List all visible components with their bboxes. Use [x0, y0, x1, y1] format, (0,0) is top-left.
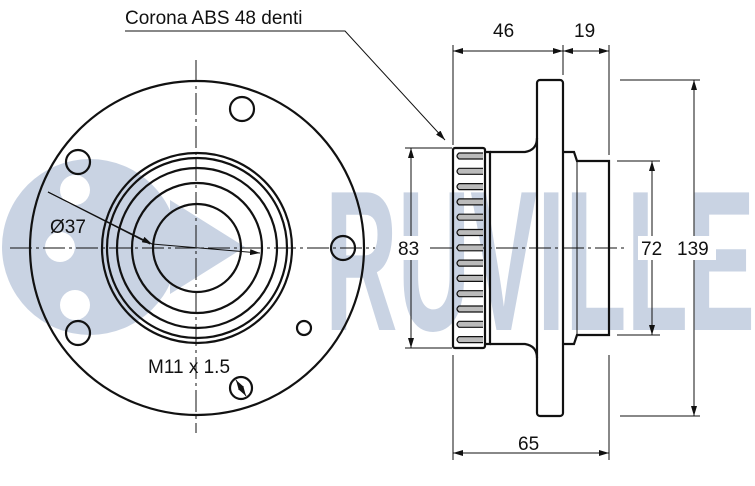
bolt-hole: [228, 95, 256, 123]
pin-hole: [295, 319, 313, 337]
thread-hole: [228, 375, 254, 401]
abs-tooth: [456, 213, 483, 221]
flange-outline: [28, 79, 366, 417]
bore-circle: [151, 202, 243, 294]
side-view: [430, 78, 625, 418]
abs-tooth: [456, 305, 483, 313]
bore-diameter-label: Ø37: [50, 217, 86, 238]
dim-total-length: 65: [518, 434, 539, 455]
abs-tooth: [456, 274, 483, 282]
dim-pilot-diameter: 72: [641, 239, 662, 260]
abs-ring: [451, 146, 487, 350]
flange-side: [535, 78, 565, 418]
abs-tooth: [456, 259, 483, 267]
ruville-logo-icon: [2, 159, 245, 335]
bolt-hole: [64, 148, 92, 176]
abs-tooth: [456, 336, 483, 344]
dim-hub-length: 46: [493, 21, 514, 42]
abs-tooth: [456, 320, 483, 328]
abs-tooth: [456, 167, 483, 175]
front-view: Ø37 M11 x 1.5: [10, 60, 375, 433]
watermark-brand: RUVILLE: [325, 150, 755, 373]
dimensions: 46 19 65 83 72 139: [396, 21, 716, 460]
abs-tooth: [456, 198, 483, 206]
dim-abs-diameter: 83: [398, 239, 419, 260]
dim-flange-diameter: 139: [677, 239, 709, 260]
abs-tooth: [456, 290, 483, 298]
ruville-watermark: RUVILLE: [2, 150, 755, 373]
bolt-hole: [329, 234, 357, 262]
abs-teeth: [456, 152, 483, 344]
bolt-hole: [64, 319, 92, 347]
abs-tooth: [456, 152, 483, 160]
dim-pilot-length: 19: [574, 21, 595, 42]
abs-leader: [125, 30, 446, 141]
thread-label: M11 x 1.5: [148, 357, 230, 378]
abs-tooth: [456, 244, 483, 252]
abs-ring-label: Corona ABS 48 denti: [125, 8, 302, 29]
abs-tooth: [456, 183, 483, 191]
abs-tooth: [456, 228, 483, 237]
